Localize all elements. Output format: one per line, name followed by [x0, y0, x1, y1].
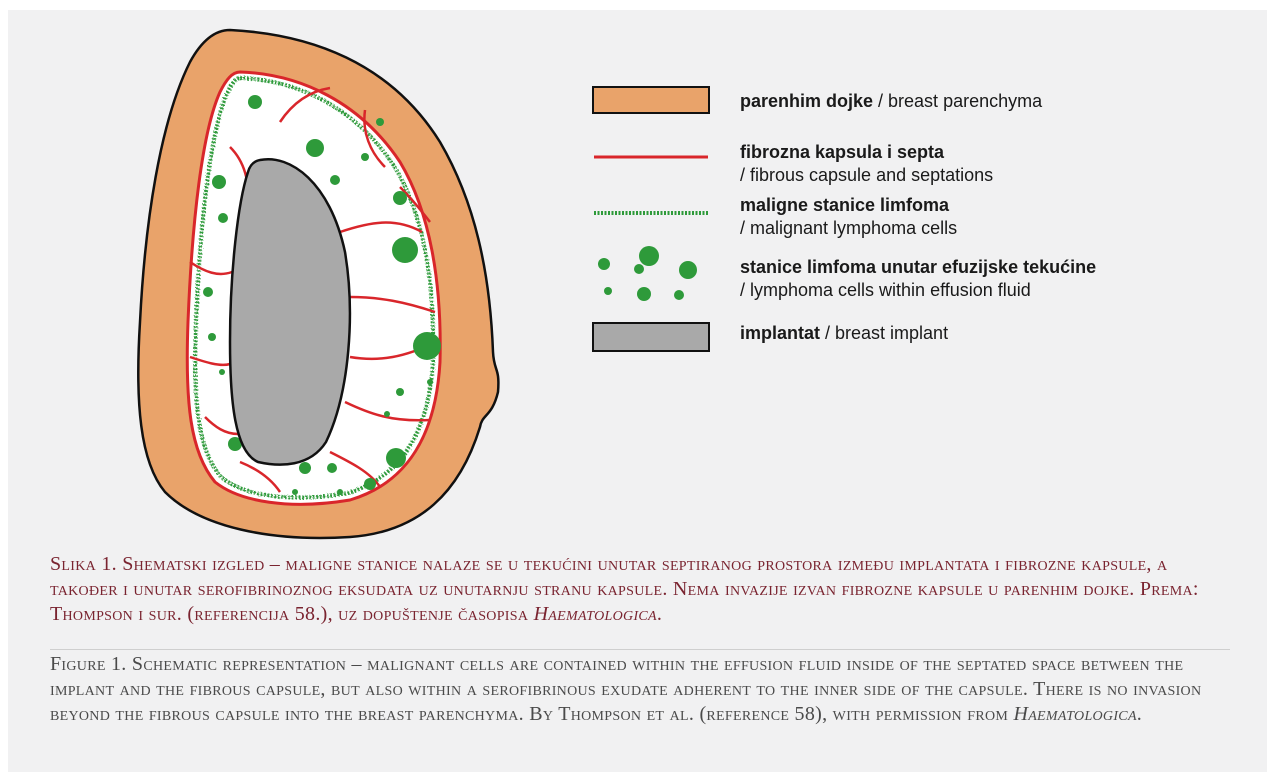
legend-swatch-malignant-cells: [592, 206, 712, 220]
legend-label-implant: implantat / breast implant: [740, 322, 948, 345]
legend-swatch-parenchyma: [592, 86, 712, 118]
legend-swatch-capsule: [592, 150, 712, 164]
legend-swatch-implant: [592, 322, 712, 354]
legend-label-malignant-cells: maligne stanice limfoma/ malignant lymph…: [740, 194, 957, 240]
legend-label-capsule: fibrozna kapsula i septa/ fibrous capsul…: [740, 141, 993, 187]
legend-label-effusion-cells: stanice limfoma unutar efuzijske tekućin…: [740, 256, 1096, 302]
caption-croatian: Slika 1. Shematski izgled – maligne stan…: [50, 552, 1230, 627]
breast-implant-diagram: [130, 22, 520, 542]
legend-swatch-effusion-cells: [592, 242, 712, 307]
caption-divider: [50, 649, 1230, 650]
caption-english: Figure 1. Schematic representation – mal…: [50, 652, 1230, 727]
legend-label-parenchyma: parenhim dojke / breast parenchyma: [740, 90, 1042, 113]
